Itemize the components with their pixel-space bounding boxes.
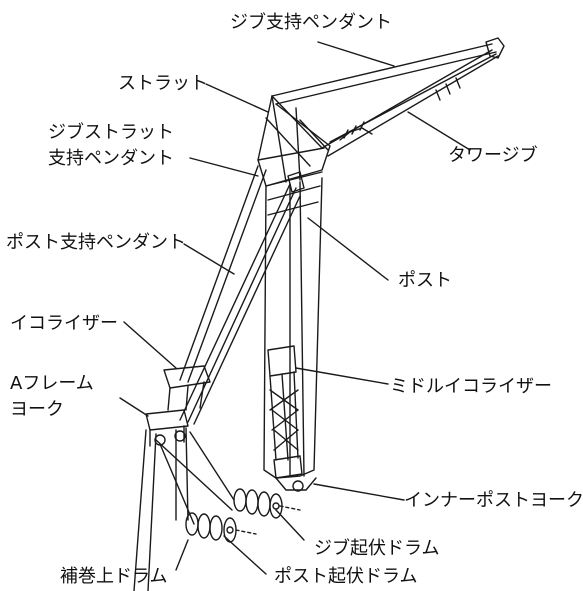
leader-lines (120, 42, 470, 574)
equalizer-label: イコライザー (10, 313, 118, 334)
post-label: ポスト (398, 270, 452, 291)
jib-strut-support-pendant (180, 166, 266, 382)
jib-support-pendant-label: ジブ支持ペンダント (230, 12, 392, 33)
tower-jib (272, 38, 504, 156)
tower-jib-label: タワージブ (448, 145, 538, 166)
equalizer (164, 366, 210, 410)
a-frame-label-line1: Aフレーム (10, 373, 94, 394)
strut (258, 96, 330, 186)
post-support-pendant-label: ポスト支持ペンダント (6, 232, 186, 253)
post (264, 172, 322, 478)
jib-luffing-drum-label: ジブ起伏ドラム (314, 538, 440, 559)
inner-post-yoke-label: インナーポストヨーク (404, 490, 583, 511)
jib-luffing-drum (234, 489, 300, 518)
middle-equalizer (268, 346, 302, 478)
post-luffing-drum-label: ポスト起伏ドラム (274, 566, 418, 587)
middle-equalizer-label: ミドルイコライザー (390, 376, 552, 397)
aux-hoist-drum-label: 補巻上ドラム (60, 566, 168, 587)
strut-label: ストラット (118, 73, 208, 94)
jib-strut-label-line2: 支持ペンダント (48, 148, 174, 169)
a-frame (134, 428, 234, 591)
post-support-pendant (180, 184, 300, 424)
inner-post-yoke (276, 478, 316, 491)
a-frame-label-line2: ヨーク (10, 399, 64, 420)
aux-hoist-drum (186, 513, 256, 542)
jib-strut-label-line1: ジブストラット (48, 122, 174, 143)
